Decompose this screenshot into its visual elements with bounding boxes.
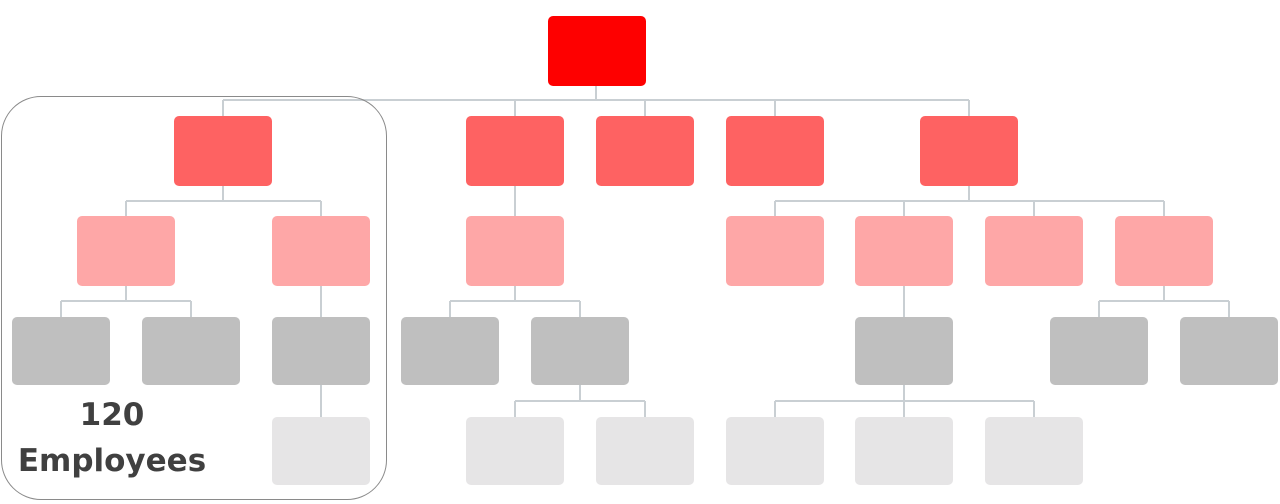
org-node-level3 xyxy=(1180,317,1278,385)
employee-count: 120 xyxy=(79,397,145,433)
org-node-level3 xyxy=(1050,317,1148,385)
org-node-level1 xyxy=(726,116,824,186)
org-node-level4 xyxy=(985,417,1083,485)
org-node-level1 xyxy=(466,116,564,186)
org-node-level2 xyxy=(77,216,175,286)
org-node-level3 xyxy=(855,317,953,385)
org-node-level2 xyxy=(1115,216,1213,286)
org-node-level3 xyxy=(531,317,629,385)
org-node-level1 xyxy=(596,116,694,186)
org-node-level2 xyxy=(272,216,370,286)
org-node-level3 xyxy=(12,317,110,385)
org-node-level3 xyxy=(401,317,499,385)
org-node-level4 xyxy=(726,417,824,485)
org-node-level2 xyxy=(726,216,824,286)
highlight-group-frame xyxy=(1,96,387,500)
org-node-level2 xyxy=(466,216,564,286)
org-node-level1 xyxy=(174,116,272,186)
org-node-level3 xyxy=(142,317,240,385)
org-node-level1 xyxy=(920,116,1018,186)
org-node-level2 xyxy=(985,216,1083,286)
org-node-level3 xyxy=(272,317,370,385)
org-node-level4 xyxy=(855,417,953,485)
org-node-root xyxy=(548,16,646,86)
employee-label: Employees xyxy=(17,443,207,479)
highlight-group-caption: 120 Employees xyxy=(12,392,212,484)
org-node-level4 xyxy=(466,417,564,485)
org-node-level2 xyxy=(855,216,953,286)
org-node-level4 xyxy=(596,417,694,485)
